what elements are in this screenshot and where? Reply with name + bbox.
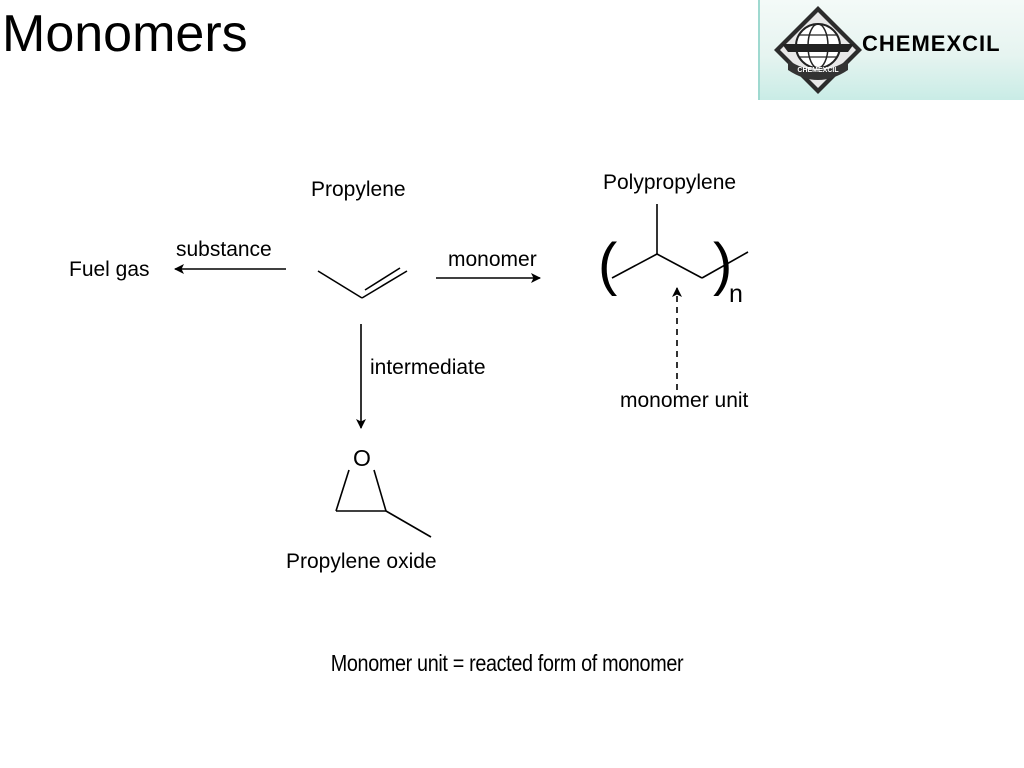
label-substance: substance [176, 238, 272, 261]
label-polypropylene: Polypropylene [603, 171, 737, 194]
repeat-subscript-n: n [729, 280, 743, 308]
label-propylene: Propylene [311, 178, 406, 201]
footnote: Monomer unit = reacted form of monomer [330, 650, 684, 676]
label-monomer: monomer [448, 248, 537, 271]
label-intermediate: intermediate [370, 356, 486, 379]
chemexcil-logo: CHEMEXCIL [758, 0, 1024, 100]
label-monomer-unit: monomer unit [620, 389, 749, 412]
left-paren: ( [598, 232, 617, 297]
logo-emblem-icon: CHEMEXCIL [774, 6, 862, 94]
label-propylene-oxide: Propylene oxide [286, 550, 437, 573]
slide-title: Monomers [2, 5, 248, 63]
logo-wordmark: CHEMEXCIL [862, 31, 1001, 56]
propylene-oxide-structure [335, 469, 432, 538]
polypropylene-structure [611, 204, 749, 279]
svg-text:CHEMEXCIL: CHEMEXCIL [797, 67, 839, 74]
right-paren: ) [713, 232, 732, 297]
oxygen-atom: O [353, 445, 371, 471]
propylene-structure [317, 267, 408, 299]
label-fuel-gas: Fuel gas [69, 258, 150, 281]
